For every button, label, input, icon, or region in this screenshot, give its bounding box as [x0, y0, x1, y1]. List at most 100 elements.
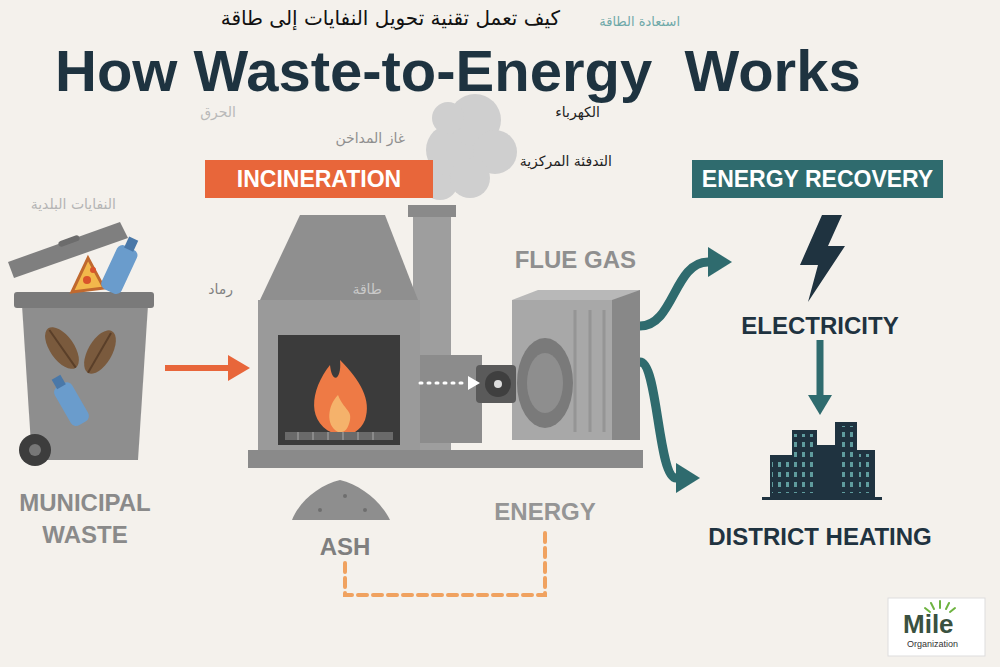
turbine-generator	[476, 365, 516, 403]
incinerator-furnace	[342, 432, 344, 440]
city-buildings	[772, 459, 790, 493]
incinerator-furnace	[297, 432, 299, 440]
incinerator: INCINERATION	[250, 160, 420, 460]
waste-bin	[29, 444, 41, 456]
logo-box	[946, 603, 949, 609]
incinerator-furnace	[260, 215, 418, 300]
lightning-bolt	[800, 215, 845, 302]
turbine-generator	[494, 380, 502, 388]
waste-bin	[88, 333, 111, 373]
stage-band: INCINERATION	[205, 160, 433, 198]
connector-arrow	[817, 340, 824, 395]
incinerator-furnace	[420, 355, 482, 443]
turbine-generator	[485, 371, 511, 397]
incinerator-furnace	[329, 395, 350, 432]
city-buildings	[835, 422, 857, 497]
city-buildings	[794, 434, 815, 493]
node-label: ENERGY	[490, 496, 600, 527]
arabic-note: التدفئة المركزية	[520, 153, 612, 170]
incinerator-furnace	[312, 432, 314, 440]
waste-bin	[38, 321, 85, 374]
ash-pile	[363, 508, 367, 512]
arabic-note: الكهرباء	[555, 104, 600, 121]
heating-node: DISTRICT HEATING	[700, 415, 940, 555]
incinerator-furnace	[258, 300, 420, 452]
arabic-title: كيف تعمل تقنية تحويل النفايات إلى طاقة	[221, 6, 560, 30]
turbine-generator	[589, 310, 592, 432]
logo-subtext: Organization	[907, 639, 958, 650]
turbine-generator	[512, 300, 612, 440]
waste-bin	[124, 237, 138, 252]
generator-node: FLUE GAS	[480, 240, 640, 445]
waste-bin	[47, 372, 91, 428]
waste-bin-node: MUNICIPAL WASTE	[5, 210, 165, 550]
waste-bin	[78, 325, 123, 379]
diagram-title: How Waste-to-Energy Works	[55, 42, 861, 100]
node-label: FLUE GAS	[480, 244, 640, 275]
logo-box	[931, 603, 934, 609]
waste-bin	[78, 325, 123, 379]
node-label: ELECTRICITY	[732, 310, 908, 341]
incinerator-furnace	[357, 432, 359, 440]
ash-pile	[292, 480, 390, 520]
incinerator-furnace	[314, 360, 367, 435]
incinerator-furnace	[408, 205, 456, 217]
smoke-cloud	[432, 102, 464, 134]
turbine-generator	[603, 310, 606, 432]
ash-node: ASH	[290, 475, 400, 563]
city-buildings	[859, 454, 873, 493]
connector-arrow	[165, 365, 228, 371]
connector-arrow	[345, 528, 545, 595]
logo-box	[888, 598, 985, 656]
smoke-cloud	[422, 94, 517, 200]
incinerator-furnace	[285, 432, 393, 440]
node-label: DISTRICT HEATING	[700, 521, 940, 552]
waste-bin	[52, 375, 66, 390]
incinerator-furnace	[278, 335, 400, 445]
city-buildings	[837, 426, 855, 493]
smoke-cloud	[450, 158, 490, 198]
turbine-generator	[612, 290, 640, 440]
waste-bin	[58, 234, 81, 247]
turbine-generator	[574, 310, 577, 432]
ash-pile	[318, 508, 322, 512]
incinerator-furnace	[248, 205, 643, 468]
electricity-node: ELECTRICITY	[732, 210, 908, 340]
waste-bin	[19, 434, 51, 466]
waste-bin	[99, 234, 143, 296]
node-label: MUNICIPAL WASTE	[5, 487, 165, 551]
incinerator-furnace	[298, 432, 373, 440]
arabic-note: استعادة الطاقة	[599, 14, 680, 30]
waste-bin	[90, 267, 96, 273]
city-buildings	[792, 430, 817, 497]
city-buildings	[762, 422, 882, 500]
city-buildings	[762, 497, 882, 500]
band-title: ENERGY RECOVERY	[692, 160, 943, 198]
ash-pile	[343, 494, 347, 498]
arabic-note: غاز المداخن	[335, 130, 405, 147]
logo-box	[888, 598, 985, 656]
arabic-note: طاقة	[352, 281, 382, 298]
node-label: ASH	[290, 531, 400, 562]
lightning-bolt	[800, 215, 845, 302]
stage-band: ENERGY RECOVERY	[692, 160, 943, 198]
turbine-generator	[527, 353, 563, 413]
arabic-note: رماد	[208, 281, 233, 298]
waste-bin	[8, 222, 154, 466]
waste-bin	[83, 276, 91, 284]
turbine-generator	[517, 338, 573, 428]
incinerator-furnace	[327, 432, 329, 440]
waste-bin	[38, 321, 85, 374]
logo-text: Mile	[903, 609, 954, 640]
connector-arrow	[420, 382, 468, 385]
waste-bin	[14, 292, 154, 308]
arabic-note: النفايات البلدية	[31, 196, 116, 213]
logo-box	[939, 601, 941, 608]
arabic-note: الحرق	[200, 104, 236, 121]
waste-bin	[49, 330, 75, 368]
ash-pile	[292, 480, 390, 520]
waste-bin	[72, 258, 104, 292]
connector-arrow	[640, 362, 676, 478]
incinerator-furnace	[372, 432, 374, 440]
